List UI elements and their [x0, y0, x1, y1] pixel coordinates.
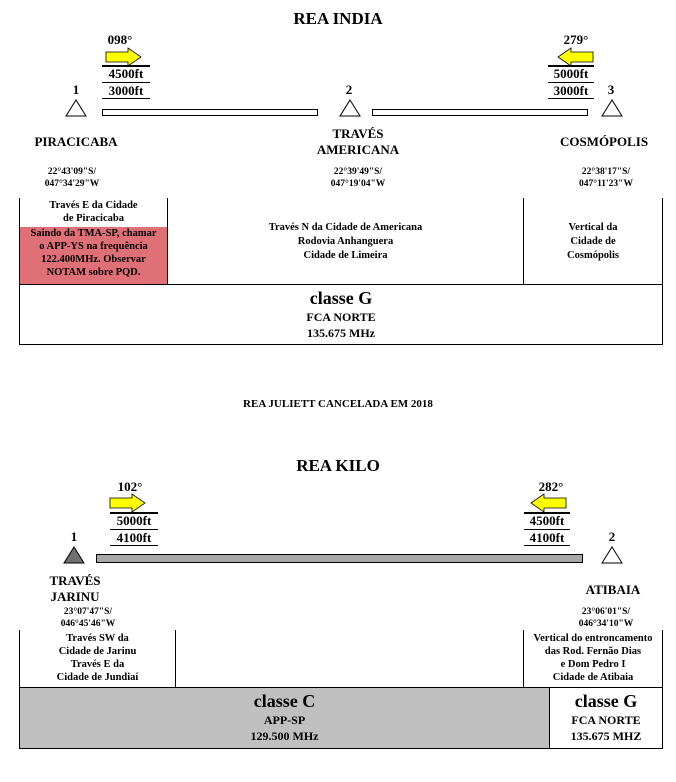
india-point-3-number: 3	[607, 82, 615, 97]
kilo-alt-left-bottom-line	[110, 545, 158, 546]
kilo-heading-left: 102°	[117, 479, 143, 494]
india-divider-1	[167, 198, 168, 284]
india-heading-right: 279°	[563, 32, 589, 47]
arrow-left-icon	[530, 493, 567, 513]
india-route-segment-2	[372, 109, 588, 116]
kilo-point-1-lon: 046°45'46"W	[60, 619, 116, 629]
kilo-airspace-class-c-box: classe C APP-SP 129.500 MHz	[20, 688, 549, 748]
india-frequency-note: Saindo da TMA-SP, chamar o APP-YS na fre…	[20, 227, 167, 284]
india-alt-right-mid-line	[548, 82, 594, 83]
filled-triangle-waypoint-icon	[63, 546, 85, 564]
triangle-waypoint-icon	[339, 99, 361, 117]
kilo-airspace-left-freq: 129.500 MHz	[250, 729, 319, 743]
india-point-1-lat: 22°43'09"S/	[47, 167, 97, 177]
arrow-left-icon	[557, 47, 594, 67]
triangle-waypoint-icon	[601, 546, 623, 564]
kilo-alt-right-top-line	[524, 512, 570, 514]
kilo-desc-right: Vertical do entroncamento das Rod. Fernã…	[533, 633, 653, 683]
india-alt-right-top: 5000ft	[553, 66, 589, 81]
kilo-airspace-divider	[549, 687, 550, 748]
india-point-2-lon: 047°19'04"W	[330, 179, 386, 189]
kilo-desc-left: Través SW da Cidade de Jarinu Través E d…	[56, 633, 139, 683]
india-desc-mid: Través N da Cidade de Americana Rodovia …	[268, 222, 423, 261]
kilo-point-1-name-line1: TRAVÉS	[49, 573, 101, 588]
india-alt-right-bottom: 3000ft	[553, 83, 589, 98]
india-desc-left: Través E da Cidade de Piracicaba	[49, 200, 138, 224]
juliett-cancelled-note: REA JULIETT CANCELADA EM 2018	[243, 398, 433, 410]
india-point-1-name: PIRACICABA	[34, 134, 118, 149]
india-heading-left: 098°	[107, 32, 133, 47]
india-box-left-border	[19, 198, 20, 344]
kilo-airspace-right-unit: FCA NORTE	[571, 713, 641, 727]
rea-india-title: REA INDIA	[293, 9, 383, 28]
kilo-airspace-right-class: classe G	[574, 691, 638, 711]
kilo-alt-left-top: 5000ft	[116, 513, 152, 528]
india-alt-right-bottom-line	[548, 98, 594, 99]
india-point-2-name-line2: AMERICANA	[316, 142, 400, 157]
india-point-1-number: 1	[72, 82, 80, 97]
india-alt-left-bottom: 3000ft	[108, 83, 144, 98]
kilo-box-left-border	[19, 630, 20, 748]
kilo-airspace-bottom-line	[19, 748, 663, 749]
india-point-3-name: COSMÓPOLIS	[559, 134, 649, 149]
kilo-box-right-border	[662, 630, 663, 748]
kilo-divider-2	[523, 630, 524, 687]
india-desc-right: Vertical da Cidade de Cosmópolis	[567, 222, 619, 261]
kilo-alt-left-bottom: 4100ft	[116, 530, 152, 545]
kilo-point-2-name: ATIBAIA	[585, 582, 641, 597]
kilo-point-2-lat: 23°06'01"S/	[581, 607, 631, 617]
kilo-heading-right: 282°	[538, 479, 564, 494]
india-airspace-unit: FCA NORTE	[306, 310, 376, 324]
kilo-airspace-left-class: classe C	[253, 691, 316, 711]
kilo-point-2-lon: 046°34'10"W	[578, 619, 634, 629]
kilo-point-1-lat: 23°07'47"S/	[63, 607, 113, 617]
kilo-divider-1	[175, 630, 176, 687]
kilo-alt-right-mid-line	[524, 529, 570, 530]
kilo-alt-right-bottom: 4100ft	[529, 530, 565, 545]
kilo-point-2-number: 2	[608, 529, 616, 544]
kilo-airspace-left-unit: APP-SP	[263, 713, 306, 727]
india-divider-2	[523, 198, 524, 284]
triangle-waypoint-icon	[601, 99, 623, 117]
rea-kilo-title: REA KILO	[296, 456, 380, 475]
india-alt-left-top-line	[102, 65, 150, 67]
india-point-2-lat: 22°39'49"S/	[333, 167, 383, 177]
india-box-right-border	[662, 198, 663, 344]
india-point-2-number: 2	[345, 82, 353, 97]
triangle-waypoint-icon	[65, 99, 87, 117]
kilo-point-1-name-line2: JARINU	[50, 589, 100, 604]
india-alt-left-top: 4500ft	[108, 66, 144, 81]
india-airspace-bottom-line	[19, 344, 663, 345]
india-point-2-name-line1: TRAVÉS	[332, 126, 384, 141]
kilo-airspace-top-line	[19, 687, 663, 688]
india-alt-right-top-line	[548, 65, 594, 67]
india-alt-left-mid-line	[102, 82, 150, 83]
kilo-airspace-class-g-box: classe G FCA NORTE 135.675 MHZ	[550, 688, 662, 748]
kilo-alt-right-bottom-line	[524, 545, 570, 546]
kilo-airspace-right-freq: 135.675 MHZ	[570, 729, 642, 743]
kilo-alt-left-mid-line	[110, 529, 158, 530]
india-airspace-freq: 135.675 MHz	[307, 326, 375, 340]
india-point-3-lat: 22°38'17"S/	[581, 167, 631, 177]
kilo-route-segment	[96, 554, 583, 563]
kilo-alt-left-top-line	[110, 512, 158, 514]
india-point-3-lon: 047°11'23"W	[579, 179, 633, 189]
arrow-right-icon	[105, 47, 142, 67]
india-airspace-class: classe G	[309, 288, 373, 308]
india-point-1-lon: 047°34'29"W	[44, 179, 100, 189]
india-airspace-box: classe G FCA NORTE 135.675 MHz	[20, 285, 662, 344]
arrow-right-icon	[109, 493, 146, 513]
kilo-point-1-number: 1	[70, 529, 78, 544]
kilo-alt-right-top: 4500ft	[529, 513, 565, 528]
india-route-segment-1	[102, 109, 318, 116]
india-alt-left-bottom-line	[102, 98, 150, 99]
india-airspace-top-line	[19, 284, 663, 285]
